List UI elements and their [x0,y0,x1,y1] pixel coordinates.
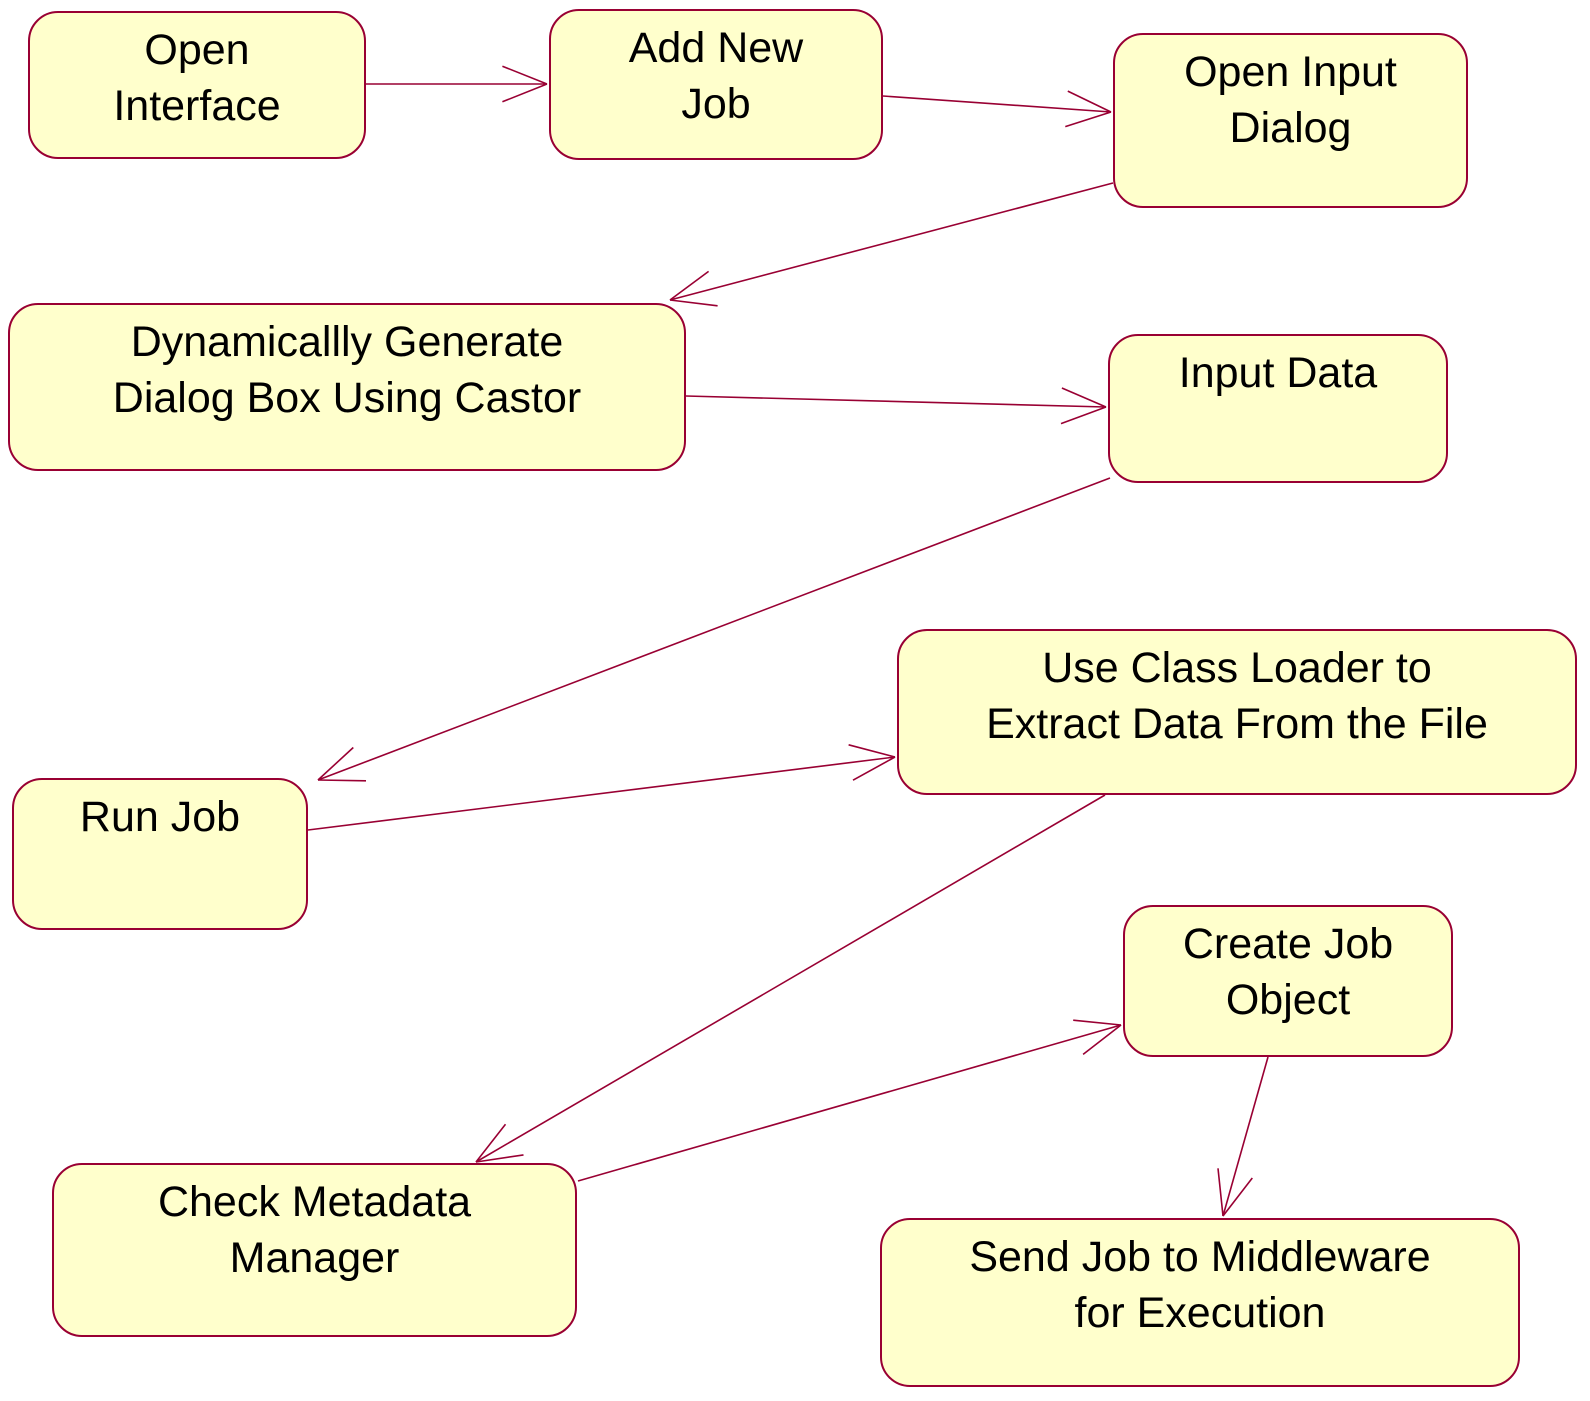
edge-line [475,794,1106,1163]
node-label-line: Open Input [1184,48,1397,96]
node-label-line: Job [681,80,751,128]
arrowhead-arm [1067,90,1112,113]
arrowhead-arm [1065,111,1112,128]
arrowhead-arm [852,756,896,781]
node-label-line: Create Job [1182,920,1394,968]
edge-line [1222,1056,1269,1217]
node-label-line: Dialog Box Using Castor [112,374,582,422]
arrowhead-arm [669,299,718,307]
node-send-job-to-middleware: Send Job to Middleware for Execution [880,1218,1520,1387]
arrowhead-arm [848,744,896,758]
node-label-line: Interface [113,82,281,130]
edge-line [882,95,1112,113]
edge-line [307,756,896,831]
node-label-line: Dynamicallly Generate [130,318,564,366]
arrowhead-arm [669,270,710,301]
node-label-line: Open [144,26,250,74]
node-input-data: Input Data [1108,334,1448,483]
node-label-input-data: Input Data [1179,336,1377,401]
arrowhead-arm [502,65,548,85]
arrowhead-arm [502,83,548,103]
node-label-line: Send Job to Middleware [969,1233,1431,1281]
edge-dynamically-generate-to-input-data [685,387,1107,425]
node-label-line: Run Job [79,793,241,841]
edge-create-job-object-to-send-job-to-middleware [1217,1056,1269,1217]
node-label-use-class-loader: Use Class Loader to Extract Data From the… [986,631,1488,752]
node-label-run-job: Run Job [80,780,240,845]
arrowhead-arm [1222,1177,1253,1217]
edge-run-job-to-use-class-loader [307,744,896,831]
node-run-job: Run Job [12,778,308,930]
node-use-class-loader: Use Class Loader to Extract Data From the… [897,629,1577,795]
arrowhead-arm [475,1154,524,1163]
edge-line [577,1024,1122,1182]
arrowhead-arm [1060,406,1107,425]
edge-line [669,182,1114,301]
node-label-line: Extract Data From the File [986,700,1488,748]
node-label-send-job-to-middleware: Send Job to Middleware for Execution [969,1220,1430,1341]
arrowhead-arm [475,1123,507,1163]
arrowhead-arm [1061,387,1107,408]
node-label-line: Dialog [1229,104,1352,152]
arrowhead-arm [317,746,354,781]
node-label-line: Add New [628,24,804,72]
arrowhead-arm [1217,1168,1224,1217]
edge-use-class-loader-to-check-metadata-manager [475,794,1106,1163]
arrowhead-arm [1082,1024,1122,1056]
edge-open-input-dialog-to-dynamically-generate [669,182,1114,307]
node-label-line: for Execution [1074,1289,1326,1337]
edge-open-interface-to-add-new-job [366,65,548,103]
node-label-line: Object [1225,976,1351,1024]
node-label-line: Input Data [1178,349,1378,397]
node-label-line: Check Metadata [157,1178,472,1226]
edge-line [685,395,1107,408]
arrowhead-arm [1073,1019,1122,1026]
edge-check-metadata-manager-to-create-job-object [577,1019,1122,1182]
node-label-line: Use Class Loader to [1042,644,1432,692]
node-label-line: Manager [229,1234,400,1282]
edge-add-new-job-to-open-input-dialog [882,90,1112,128]
arrowhead-arm [317,779,367,782]
